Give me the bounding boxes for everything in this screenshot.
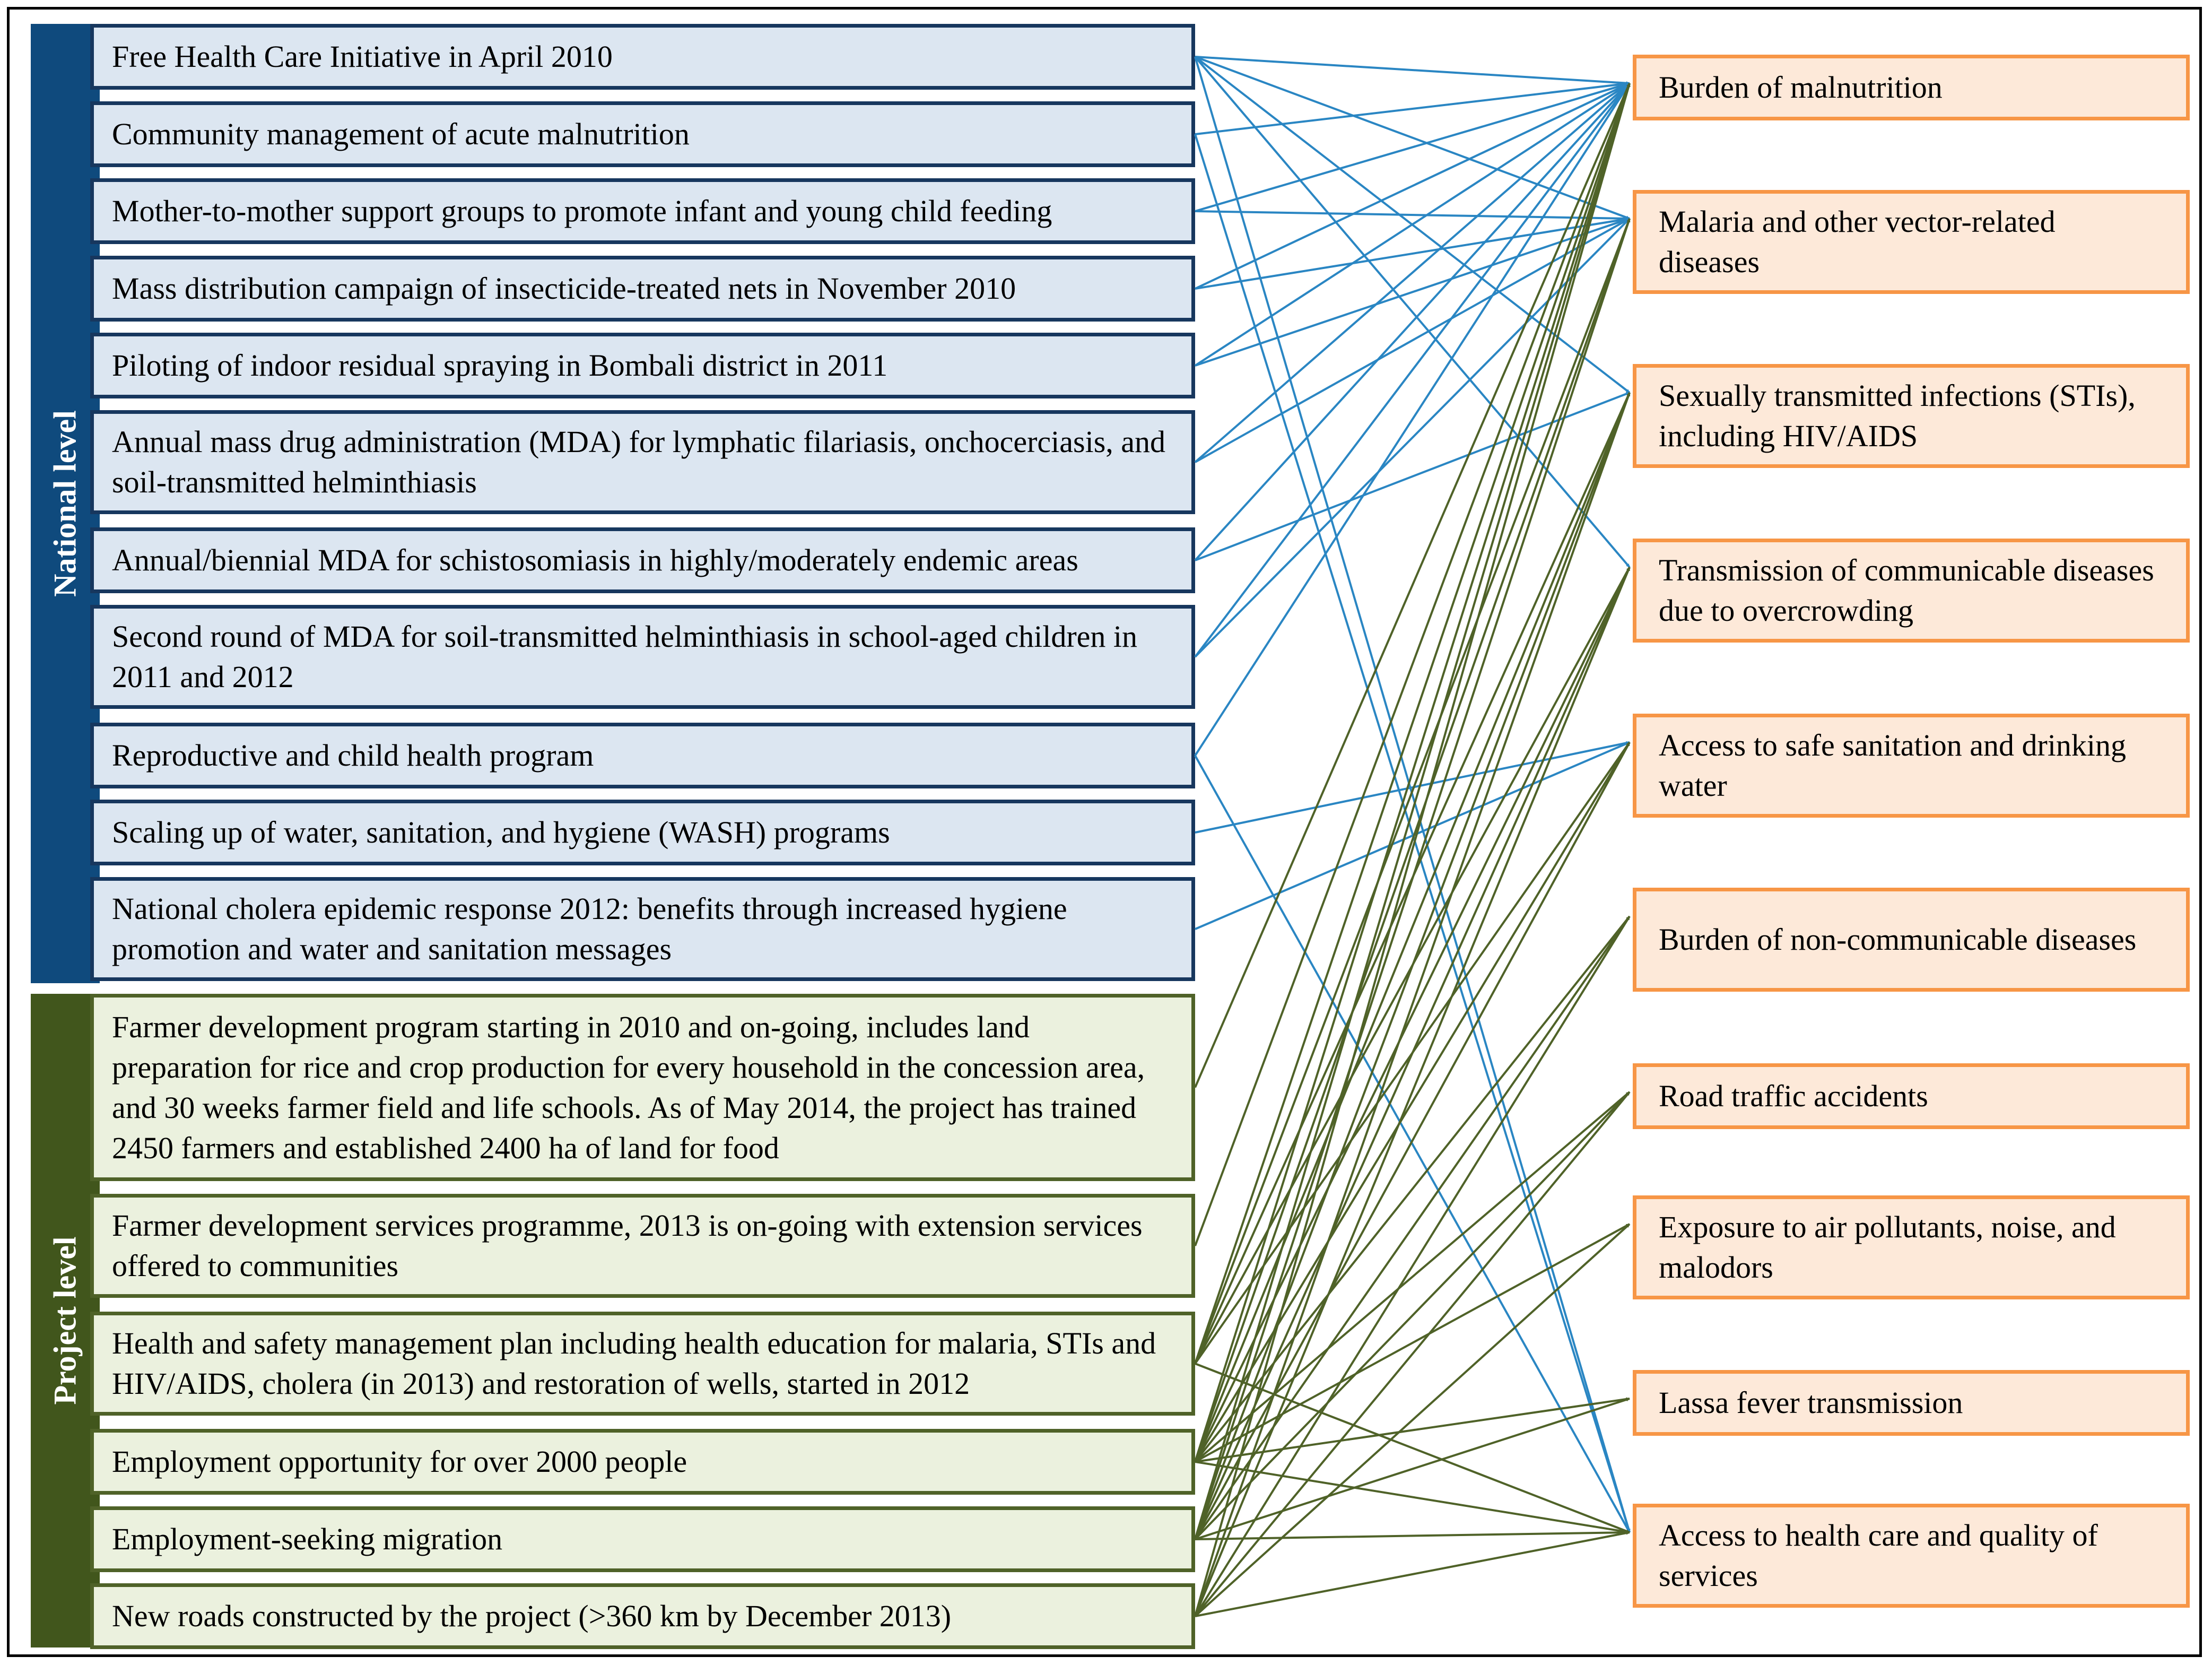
national-intervention: Scaling up of water, sanitation, and hyg… [90,800,1195,865]
national-intervention: Annual mass drug administration (MDA) fo… [90,410,1195,514]
project-intervention: Employment opportunity for over 2000 peo… [90,1429,1195,1495]
national-intervention: National cholera epidemic response 2012:… [90,877,1195,981]
national-level-bar: National level [31,24,100,983]
national-intervention: Annual/biennial MDA for schistosomiasis … [90,527,1195,593]
outcome-box: Burden of malnutrition [1633,55,2190,120]
national-intervention: Community management of acute malnutriti… [90,101,1195,167]
national-level-label: National level [47,410,83,597]
outcome-box: Burden of non-communicable diseases [1633,888,2190,992]
outcome-box: Access to safe sanitation and drinking w… [1633,714,2190,818]
project-intervention: New roads constructed by the project (>3… [90,1583,1195,1649]
project-intervention: Health and safety management plan includ… [90,1312,1195,1416]
project-level-bar: Project level [31,994,100,1647]
project-level-label: Project level [47,1236,83,1405]
outcome-box: Access to health care and quality of ser… [1633,1504,2190,1608]
national-intervention: Mother-to-mother support groups to promo… [90,178,1195,244]
outcome-box: Transmission of communicable diseases du… [1633,539,2190,643]
national-intervention: Second round of MDA for soil-transmitted… [90,605,1195,709]
project-intervention: Employment-seeking migration [90,1506,1195,1572]
project-intervention: Farmer development program starting in 2… [90,994,1195,1181]
outcome-box: Malaria and other vector-related disease… [1633,190,2190,294]
figure-frame [7,7,2202,1657]
outcome-box: Sexually transmitted infections (STIs), … [1633,364,2190,468]
outcome-box: Exposure to air pollutants, noise, and m… [1633,1195,2190,1299]
outcome-box: Lassa fever transmission [1633,1370,2190,1436]
national-intervention: Reproductive and child health program [90,723,1195,788]
national-intervention: Mass distribution campaign of insecticid… [90,256,1195,322]
national-intervention: Piloting of indoor residual spraying in … [90,333,1195,398]
outcome-box: Road traffic accidents [1633,1063,2190,1129]
national-intervention: Free Health Care Initiative in April 201… [90,24,1195,90]
project-intervention: Farmer development services programme, 2… [90,1194,1195,1298]
